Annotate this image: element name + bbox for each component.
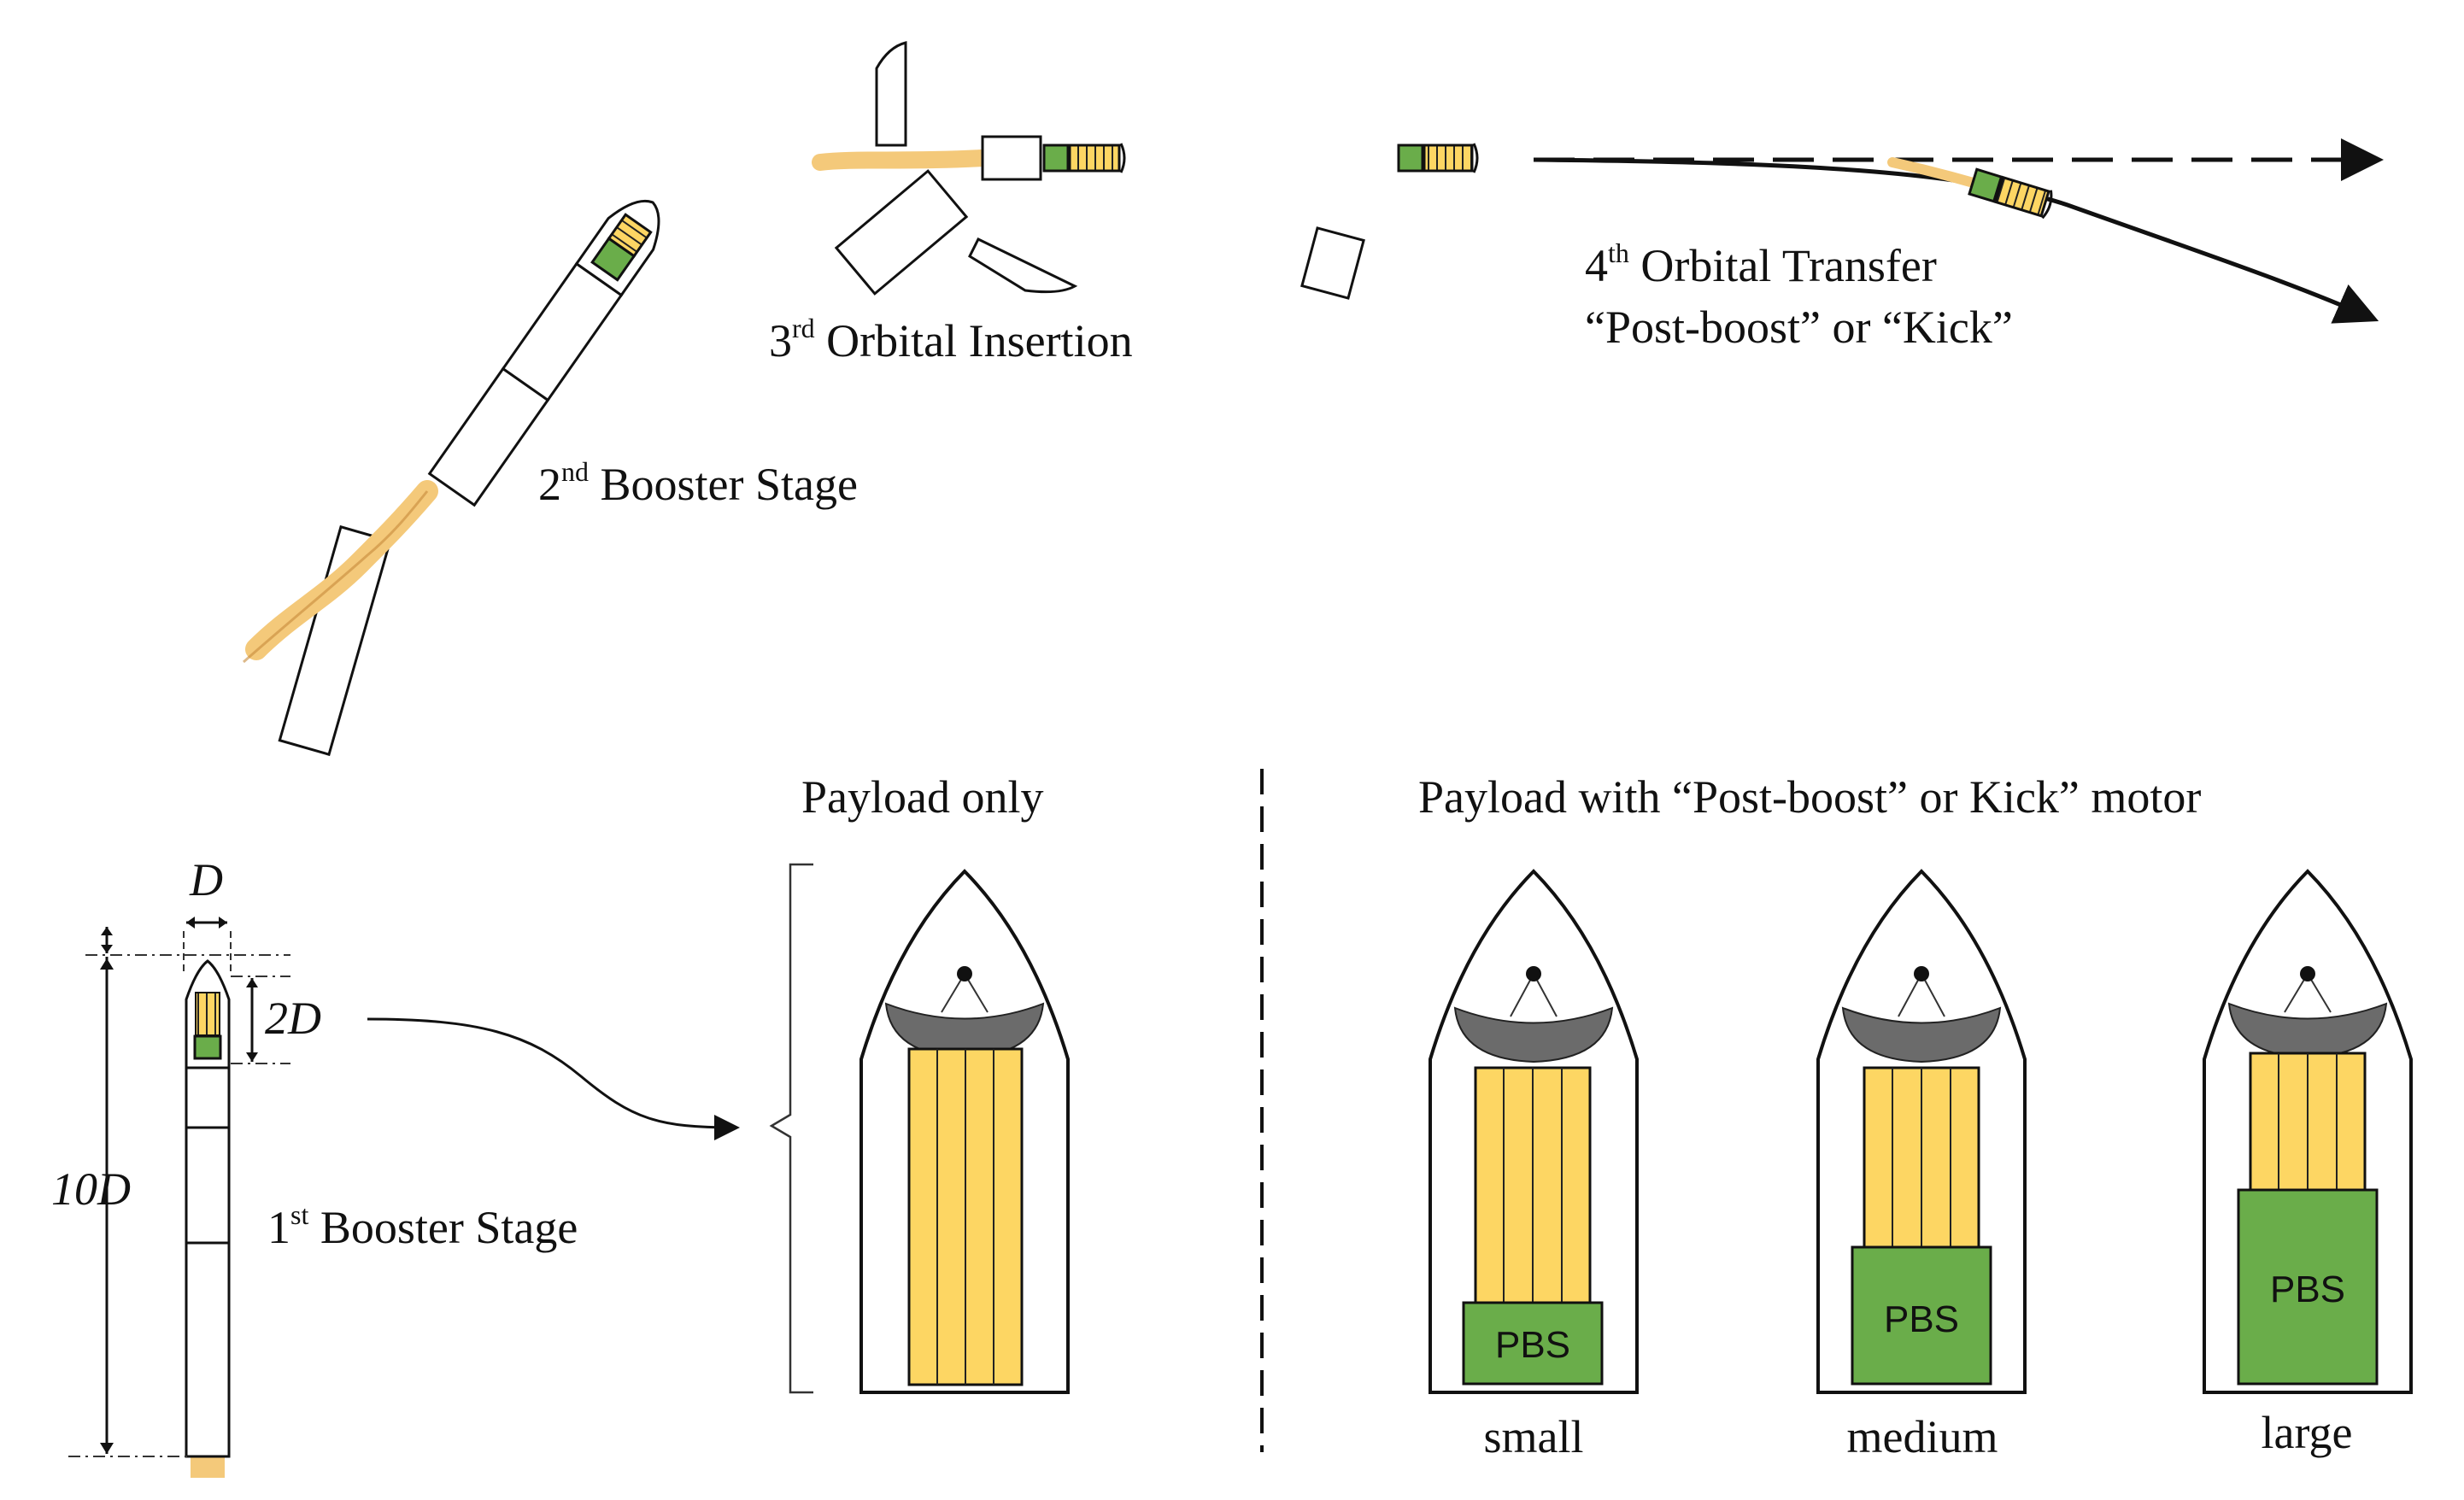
fourth-stage-label-line2: “Post-boost” or “Kick”	[1585, 302, 2013, 353]
fairing-payload-only	[859, 869, 1070, 1394]
third-stage-plume	[812, 149, 991, 171]
payload-only-title: Payload only	[801, 771, 1044, 823]
size-label-medium: medium	[1846, 1411, 1998, 1462]
size-label-large: large	[2261, 1407, 2353, 1458]
pbs-label-large: PBS	[2269, 1269, 2346, 1310]
first-stage-rocket	[68, 917, 290, 1478]
second-stage-label: 2nd Booster Stage	[538, 456, 858, 510]
fairing-small	[1429, 869, 1639, 1394]
kick-stage-standalone	[1300, 143, 1479, 300]
fairing-large	[2203, 869, 2413, 1394]
size-label-small: small	[1483, 1411, 1584, 1462]
pbs-label-small: PBS	[1494, 1324, 1571, 1366]
payload-with-motor-title: Payload with “Post-boost” or Kick” motor	[1418, 771, 2202, 823]
diameter-label: D	[190, 854, 223, 905]
payload-bracket	[769, 863, 813, 1394]
orbital-transfer-paths	[1533, 138, 2384, 324]
second-stage-rocket	[243, 199, 660, 757]
pbs-label-medium: PBS	[1883, 1298, 1960, 1340]
rocket-length-label: 10D	[51, 1163, 131, 1215]
fourth-stage-label-line1: 4th Orbital Transfer	[1585, 237, 1937, 291]
third-stage-group	[812, 41, 1126, 296]
zoom-arrow	[367, 1017, 740, 1140]
fairing-medium	[1816, 869, 2027, 1394]
first-stage-label: 1st Booster Stage	[267, 1199, 578, 1253]
nose-length-label: 2D	[265, 993, 321, 1044]
third-stage-label: 3rd Orbital Insertion	[769, 313, 1133, 366]
